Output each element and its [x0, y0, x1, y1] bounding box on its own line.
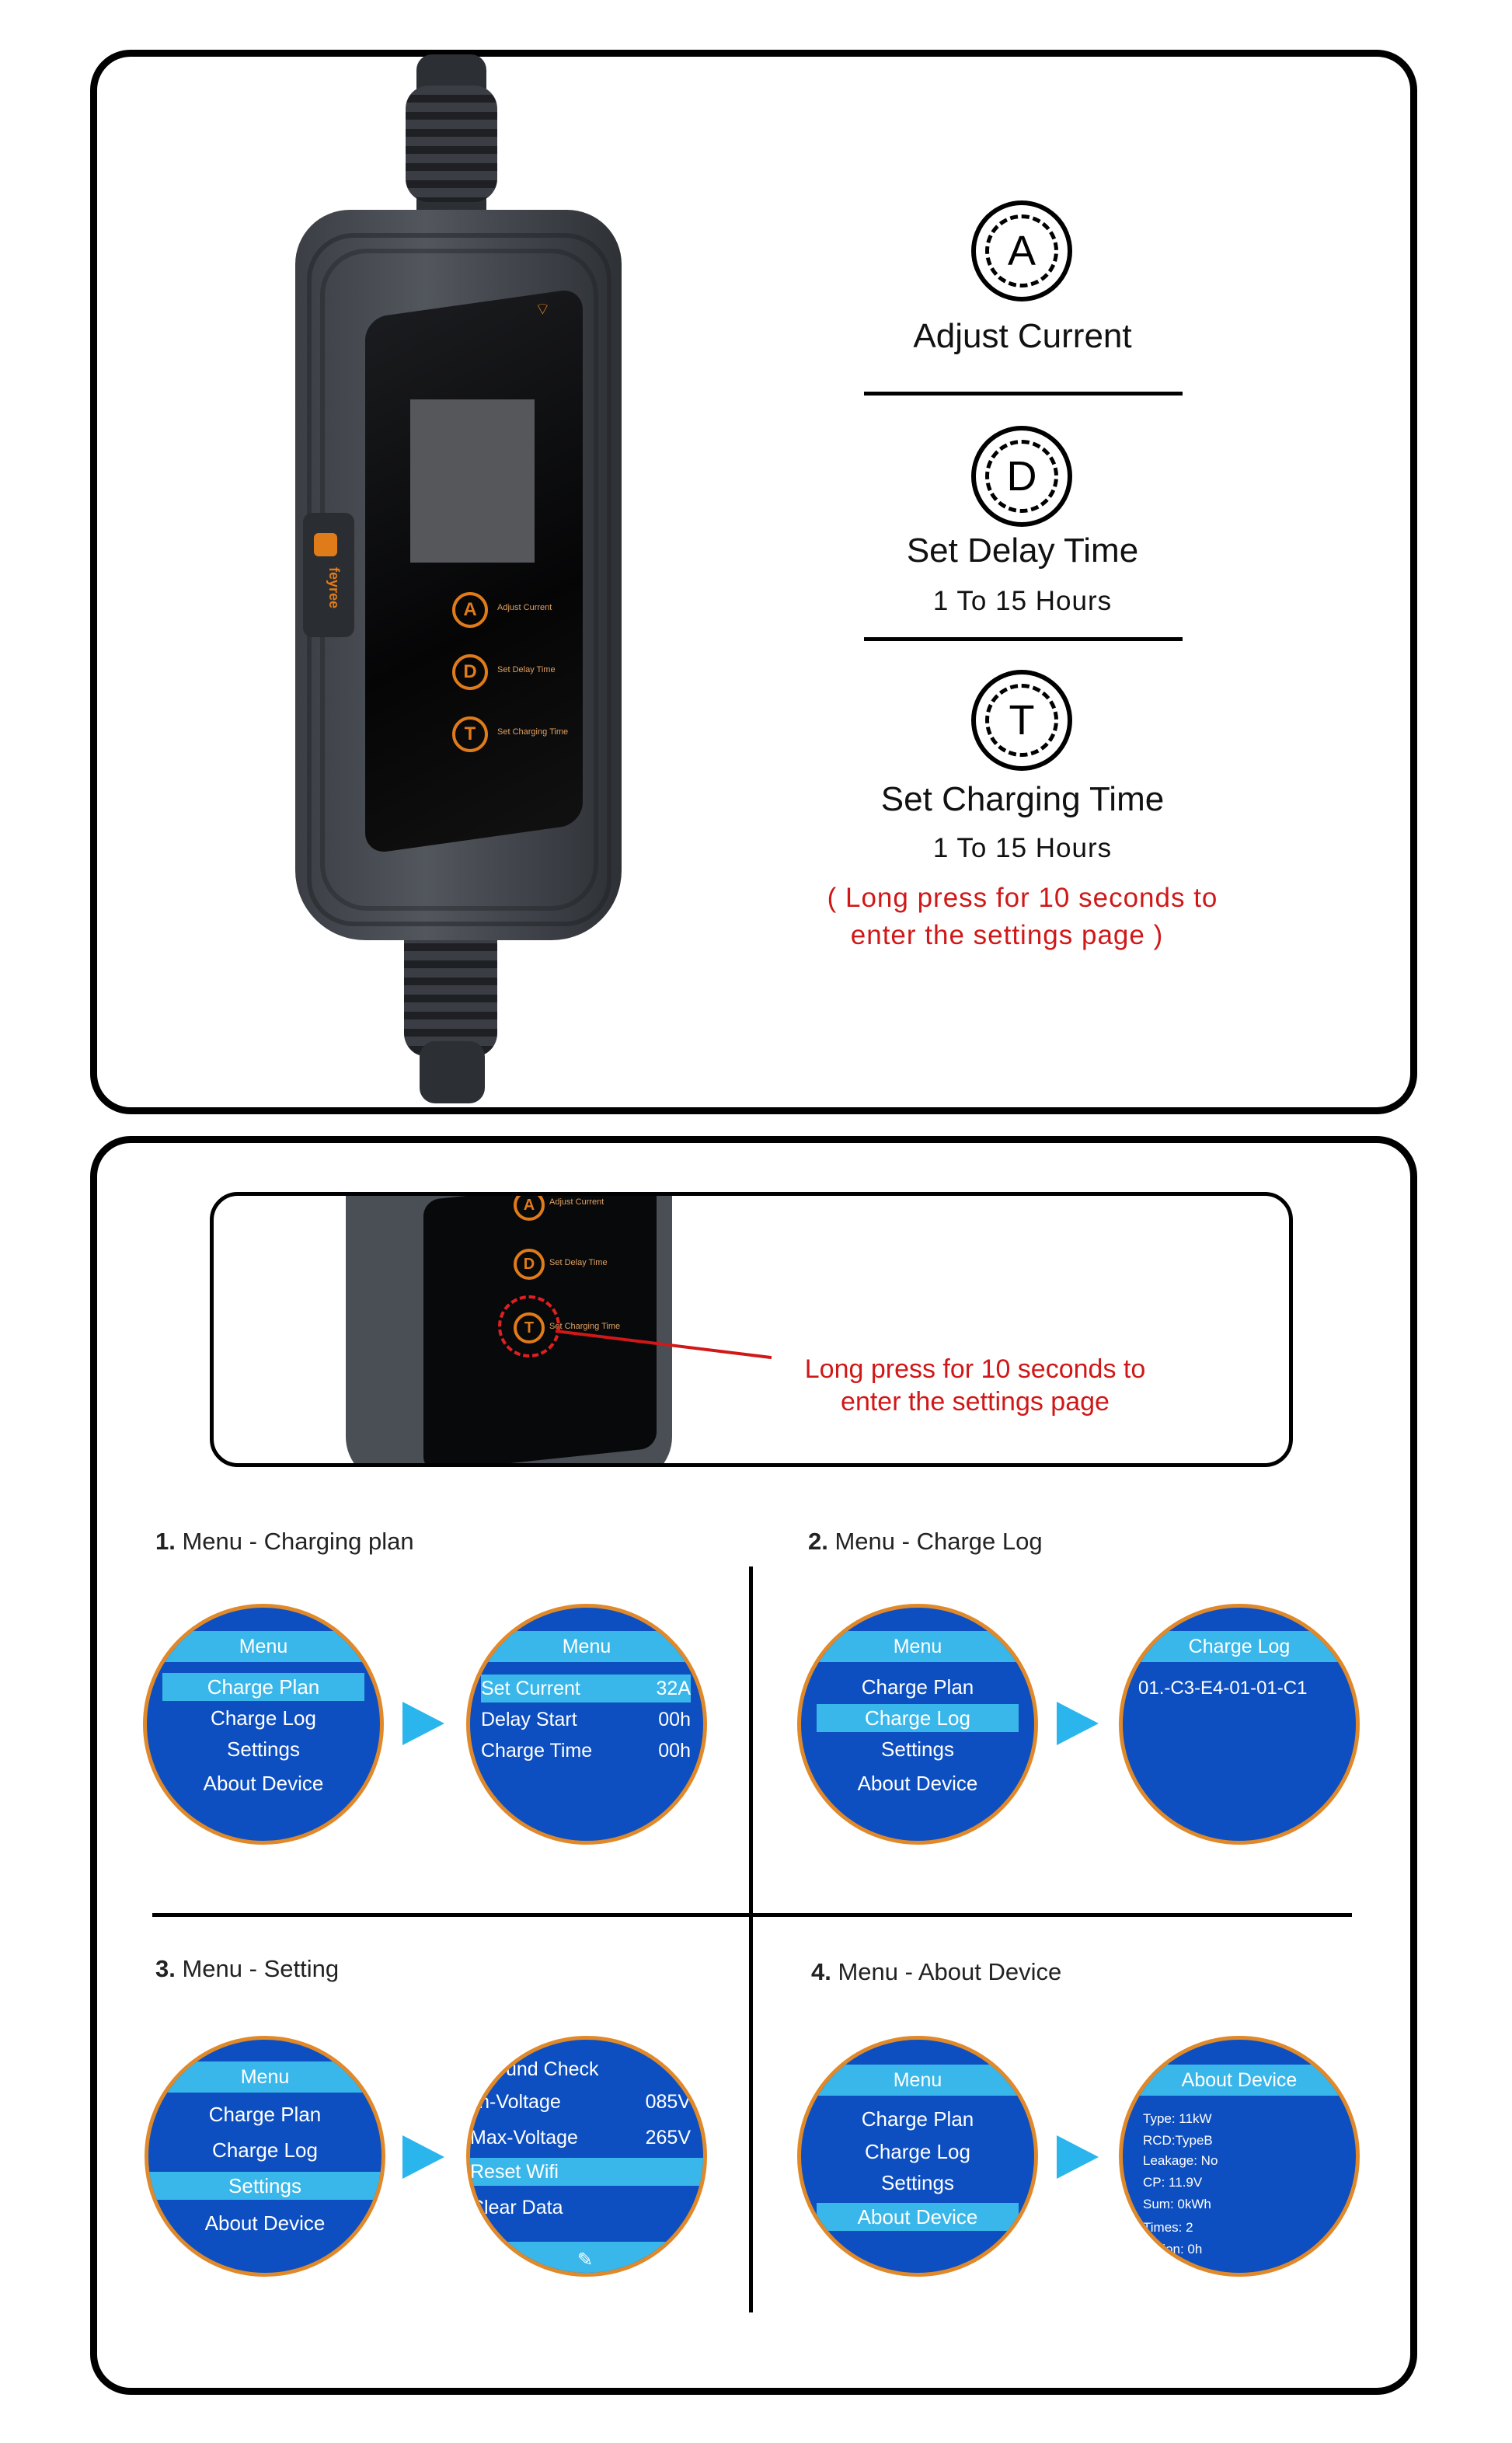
row-clear-data[interactable]: Clear Data: [470, 2197, 563, 2218]
menu-item-settings[interactable]: Settings: [881, 2171, 954, 2194]
arrow-right-icon: [402, 2135, 444, 2179]
menu-screen-charge-plan: Menu Charge Plan Charge Log Settings Abo…: [143, 1604, 384, 1845]
set-delay-time-title: Set Delay Time: [906, 531, 1139, 570]
legend-divider: [864, 637, 1183, 641]
screen-header: Menu: [801, 2065, 1034, 2096]
set-charging-time-range: 1 To 15 Hours: [932, 833, 1113, 863]
arrow-right-icon: [1057, 1702, 1099, 1745]
legend-divider: [864, 392, 1183, 396]
lower-cable-strain-relief: [404, 917, 497, 1057]
row-ground-check[interactable]: und Check: [506, 2058, 599, 2080]
closeup-adjust-button[interactable]: A: [514, 1196, 545, 1221]
set-delay-time-range: 1 To 15 Hours: [932, 586, 1113, 616]
brand-badge: feyree: [303, 513, 354, 637]
menu-item-charge-log[interactable]: Charge Log: [865, 2140, 970, 2163]
set-delay-time-icon: D: [971, 426, 1072, 527]
adjust-current-icon: A: [971, 200, 1072, 301]
brand-logo-icon: [314, 533, 337, 556]
adjust-current-title: Adjust Current: [913, 317, 1132, 355]
callout-text-line2: enter the settings page: [841, 1387, 1110, 1417]
about-type: Type: 11kW: [1143, 2111, 1212, 2126]
arrow-right-icon: [1057, 2135, 1099, 2179]
menu-item-about-device[interactable]: About Device: [204, 2211, 326, 2235]
menu-item-charge-plan[interactable]: Charge Plan: [208, 2103, 322, 2126]
set-charging-time-title: Set Charging Time: [880, 780, 1165, 818]
menu-item-charge-log[interactable]: Charge Log: [211, 1706, 316, 1730]
adjust-current-button[interactable]: A: [452, 592, 488, 628]
long-press-inset: A Adjust Current D Set Delay Time T Set …: [210, 1192, 1293, 1467]
section1-title: 1. Menu - Charging plan: [155, 1528, 414, 1555]
highlight-ring: [498, 1295, 560, 1357]
closeup-charging-time-label: Set Charging Time: [549, 1322, 621, 1331]
settings-note-line2: enter the settings page ): [850, 920, 1164, 950]
section4-title: 4. Menu - About Device: [811, 1958, 1062, 1985]
menu-item-charge-log[interactable]: Charge Log: [817, 1704, 1019, 1732]
quadrant-divider-horizontal: [152, 1913, 1352, 1917]
edit-icon[interactable]: ✎: [577, 2250, 594, 2270]
brand-name: feyree: [326, 567, 342, 609]
adjust-current-label: Adjust Current: [497, 603, 552, 612]
screen-header: Menu: [801, 1631, 1034, 1662]
top-panel: [90, 50, 1417, 1114]
front-glass-panel: [365, 288, 583, 855]
menu-item-settings[interactable]: Settings: [227, 1737, 300, 1761]
menu-item-about-device[interactable]: About Device: [203, 1772, 324, 1795]
about-times: Times: 2: [1143, 2220, 1193, 2235]
row-reset-wifi[interactable]: Reset Wifi: [470, 2158, 703, 2186]
about-duration: uration: 0h: [1140, 2242, 1203, 2257]
screen-header: Charge Log: [1123, 1631, 1356, 1662]
closeup-adjust-label: Adjust Current: [549, 1197, 604, 1207]
section3-title: 3. Menu - Setting: [155, 1955, 340, 1982]
about-leakage: Leakage: No: [1143, 2153, 1218, 2168]
set-charging-time-label: Set Charging Time: [497, 727, 569, 737]
menu-item-charge-plan[interactable]: Charge Plan: [162, 1673, 364, 1701]
charge-log-screen: Charge Log 01.-C3-E4-01-01-C1: [1119, 1604, 1360, 1845]
charge-log-entry[interactable]: 01.-C3-E4-01-01-C1: [1138, 1678, 1308, 1699]
menu-item-settings[interactable]: Settings: [148, 2172, 381, 2200]
about-rcd: RCD:TypeB: [1143, 2133, 1213, 2148]
upper-cable-strain-relief: [406, 85, 497, 202]
screen-header: Menu: [148, 2061, 381, 2093]
callout-text-line1: Long press for 10 seconds to: [804, 1354, 1146, 1384]
menu-item-charge-plan[interactable]: Charge Plan: [861, 1675, 974, 1699]
menu-screen-settings: Menu Charge Plan Charge Log Settings Abo…: [145, 2036, 385, 2277]
settings-note-line1: ( Long press for 10 seconds to: [827, 883, 1218, 913]
screen-header: About Device: [1123, 2065, 1356, 2096]
set-charging-time-button[interactable]: T: [452, 716, 488, 752]
screen-header: Menu: [470, 1631, 703, 1662]
section2-title: 2. Menu - Charge Log: [808, 1528, 1043, 1555]
lcd-screen: [410, 399, 535, 563]
menu-item-settings[interactable]: Settings: [881, 1737, 954, 1761]
about-cp: CP: 11.9V: [1143, 2175, 1203, 2190]
set-charging-time-icon: T: [971, 670, 1072, 771]
quadrant-divider-vertical: [749, 1567, 753, 2312]
screen-header: Menu: [147, 1631, 380, 1662]
closeup-delay-button[interactable]: D: [514, 1249, 545, 1280]
menu-screen-charge-log: Menu Charge Plan Charge Log Settings Abo…: [797, 1604, 1038, 1845]
about-sum: Sum: 0kWh: [1143, 2197, 1211, 2211]
settings-footer: [470, 2242, 703, 2273]
menu-item-charge-log[interactable]: Charge Log: [212, 2138, 318, 2162]
lower-cable: [420, 1041, 485, 1103]
menu-item-about-device[interactable]: About Device: [857, 1772, 978, 1795]
set-delay-label: Set Delay Time: [497, 665, 556, 674]
closeup-delay-label: Set Delay Time: [549, 1258, 608, 1267]
menu-item-about-device[interactable]: About Device: [817, 2203, 1019, 2231]
menu-item-charge-plan[interactable]: Charge Plan: [861, 2107, 974, 2131]
menu-screen-about: Menu Charge Plan Charge Log Settings Abo…: [797, 2036, 1038, 2277]
set-delay-button[interactable]: D: [452, 654, 488, 690]
wifi-icon: ⌔: [535, 299, 551, 319]
about-device-screen: About Device Type: 11kW RCD:TypeB Leakag…: [1119, 2036, 1360, 2277]
arrow-right-icon: [402, 1702, 444, 1745]
